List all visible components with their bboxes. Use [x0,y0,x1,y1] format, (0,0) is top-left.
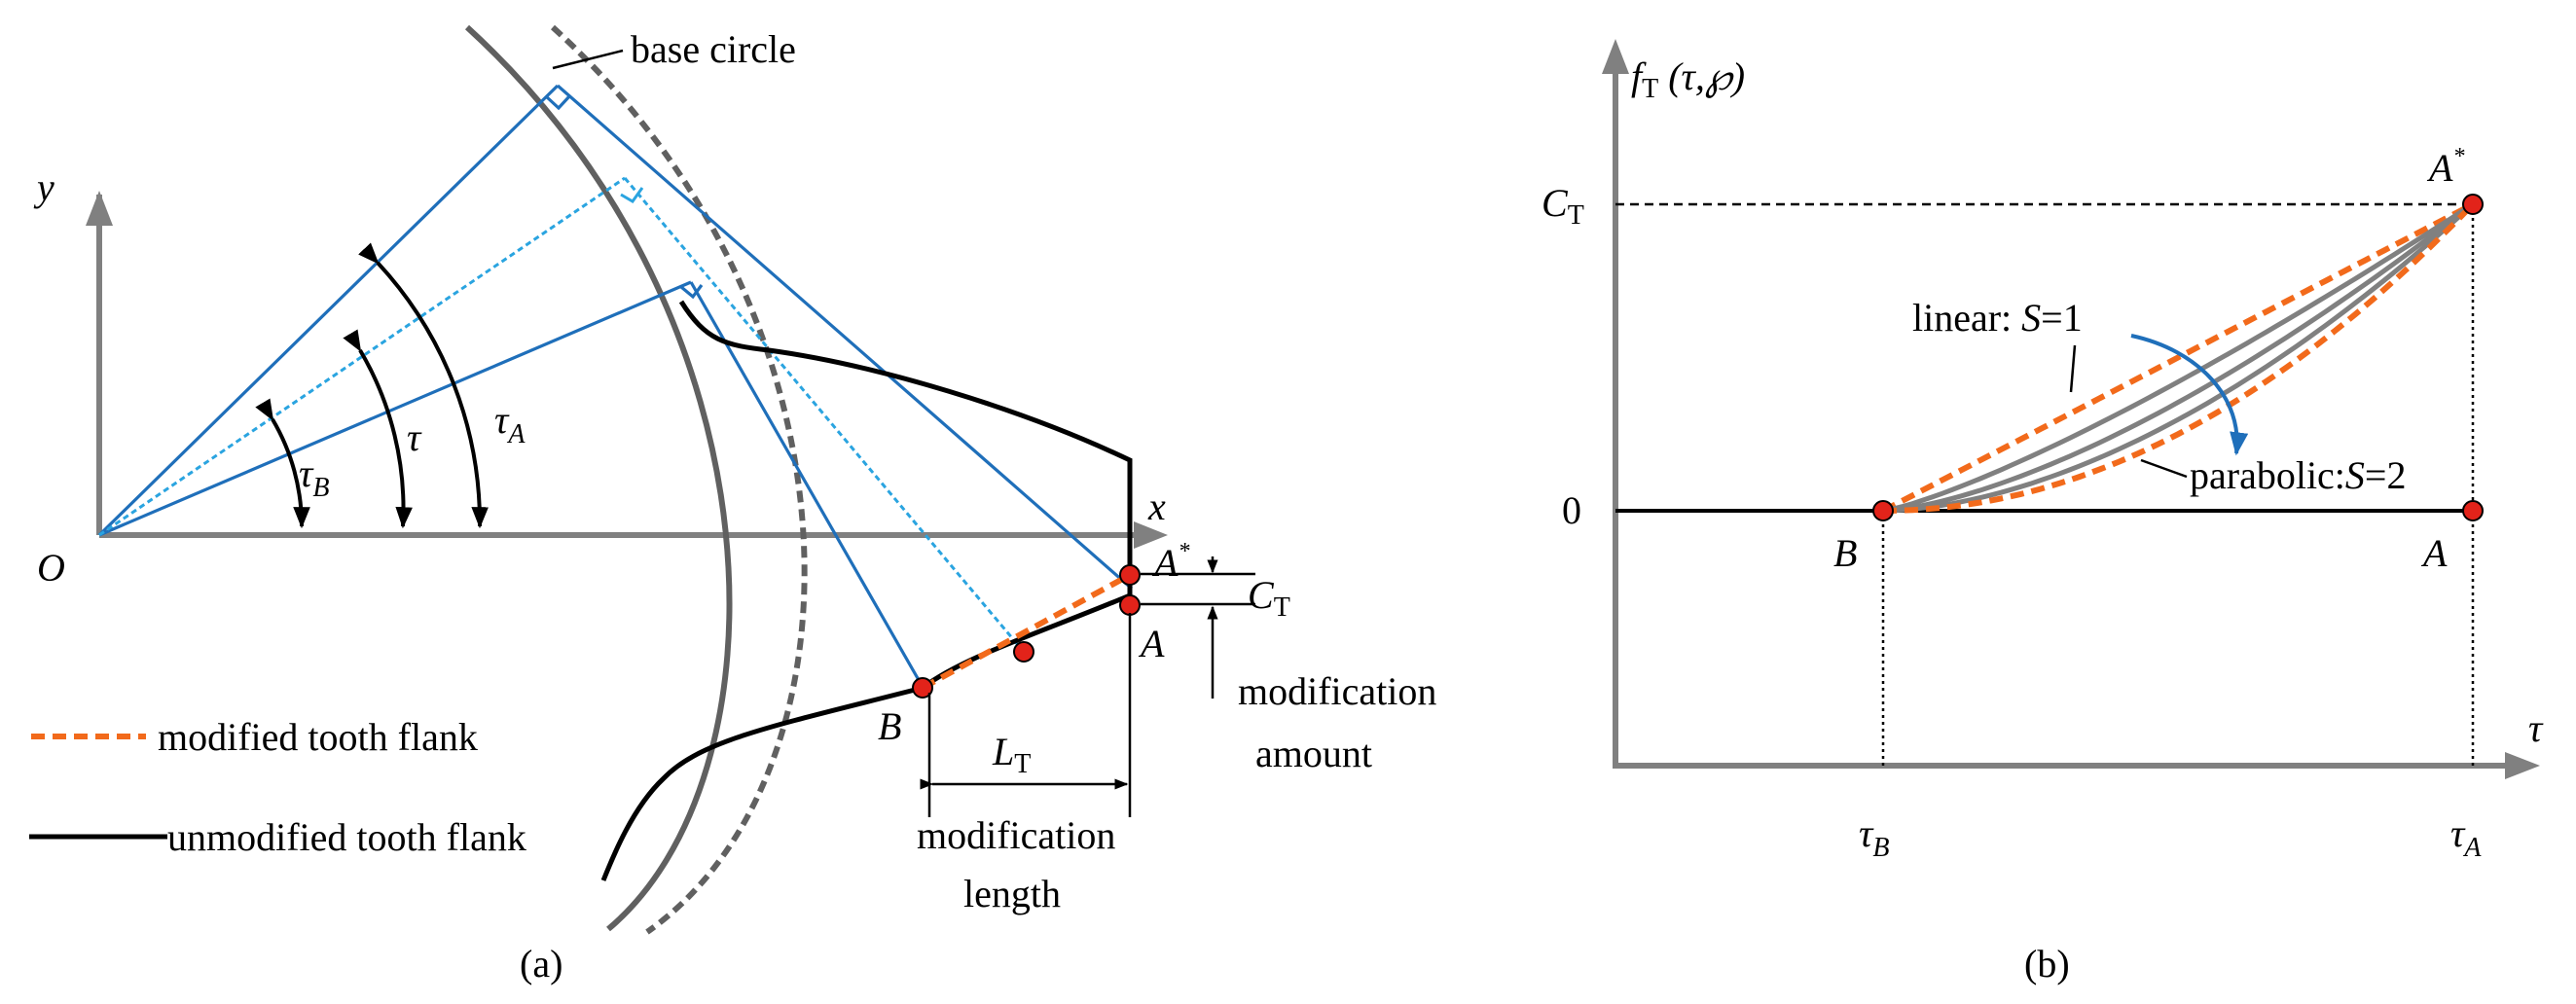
ct-label: CT [1248,573,1290,623]
b-point-a-label: A [2420,531,2448,575]
axis-x-label: x [1147,484,1166,528]
legend: modified tooth flank unmodified tooth fl… [29,715,526,859]
lt-label: LT [992,730,1031,779]
parabolic-leader [2140,458,2188,479]
curve-intermediate-1 [1882,201,2475,514]
tau-b-label: τB [299,451,329,503]
b-point-a-marker [2462,500,2484,521]
point-a-star-marker [1119,564,1141,586]
curve-parabolic [1882,201,2476,514]
curve-linear [1881,201,2475,514]
point-b-label: B [878,704,901,748]
lt-dimension [920,613,1132,817]
arc-tau-a [358,242,489,529]
modification-length-line1: modification [917,813,1115,857]
tau-label: τ [407,415,422,459]
axis-y-label: y [33,165,54,209]
point-a-marker [1119,594,1141,616]
b-point-a-star-label: A* [2426,144,2464,190]
tau-a-label: τA [494,398,526,449]
b-point-a-star-marker [2462,194,2484,215]
curve-intermediate-3 [1882,202,2475,514]
modification-amount-line1: modification [1238,669,1436,713]
arc-tau [343,329,413,529]
tangent-construction-dotted [98,176,1026,653]
modification-length-line2: length [963,872,1061,915]
b-zero-label: 0 [1562,488,1581,532]
a-x-arrow-icon [1134,521,1168,549]
point-b-marker [912,677,933,699]
caption-a: (a) [520,942,562,986]
point-a-label: A [1138,622,1165,665]
b-tau-b-label: τB [1859,811,1889,863]
b-tau-a-label: τA [2450,811,2482,863]
b-x-axis-label: τ [2528,706,2544,750]
legend-modified-label: modified tooth flank [158,715,478,759]
a-y-arrow-icon [86,191,113,226]
b-point-b-label: B [1833,531,1857,575]
b-y-arrow-icon [1602,39,1629,74]
modified-flank [921,572,1132,691]
b-ct-label: CT [1542,181,1584,231]
ct-dimension [1141,556,1255,699]
b-point-b-marker [1872,500,1894,521]
panel-b: fT (τ,℘) CT 0 B A A* τ τB τA linear: S=1… [1542,39,2544,986]
b-y-axis-label: fT (τ,℘) [1631,54,1745,104]
panel-a: base circle y x O τB τ τA A* A B CT LT m… [29,24,1436,986]
legend-unmodified-label: unmodified tooth flank [167,815,526,859]
base-circle-arc [550,24,808,935]
origin-label: O [37,546,65,590]
family-arrow [2130,334,2249,456]
root-circle-arc [464,24,733,932]
base-circle-label: base circle [631,27,796,71]
unmodified-flank [600,300,1133,881]
point-a-star-label: A* [1151,539,1189,585]
base-circle-leader [552,49,624,70]
arc-tau-b [255,398,310,529]
parabolic-label: parabolic:S=2 [2190,453,2406,497]
modification-amount-line2: amount [1255,732,1372,775]
modification-curves [1881,201,2476,514]
point-mid-marker [1013,641,1034,663]
b-x-arrow-icon [2505,752,2540,779]
caption-b: (b) [2024,942,2070,986]
curve-intermediate-2 [1882,202,2475,514]
linear-label: linear: S=1 [1912,296,2083,340]
linear-leader [2069,344,2077,393]
